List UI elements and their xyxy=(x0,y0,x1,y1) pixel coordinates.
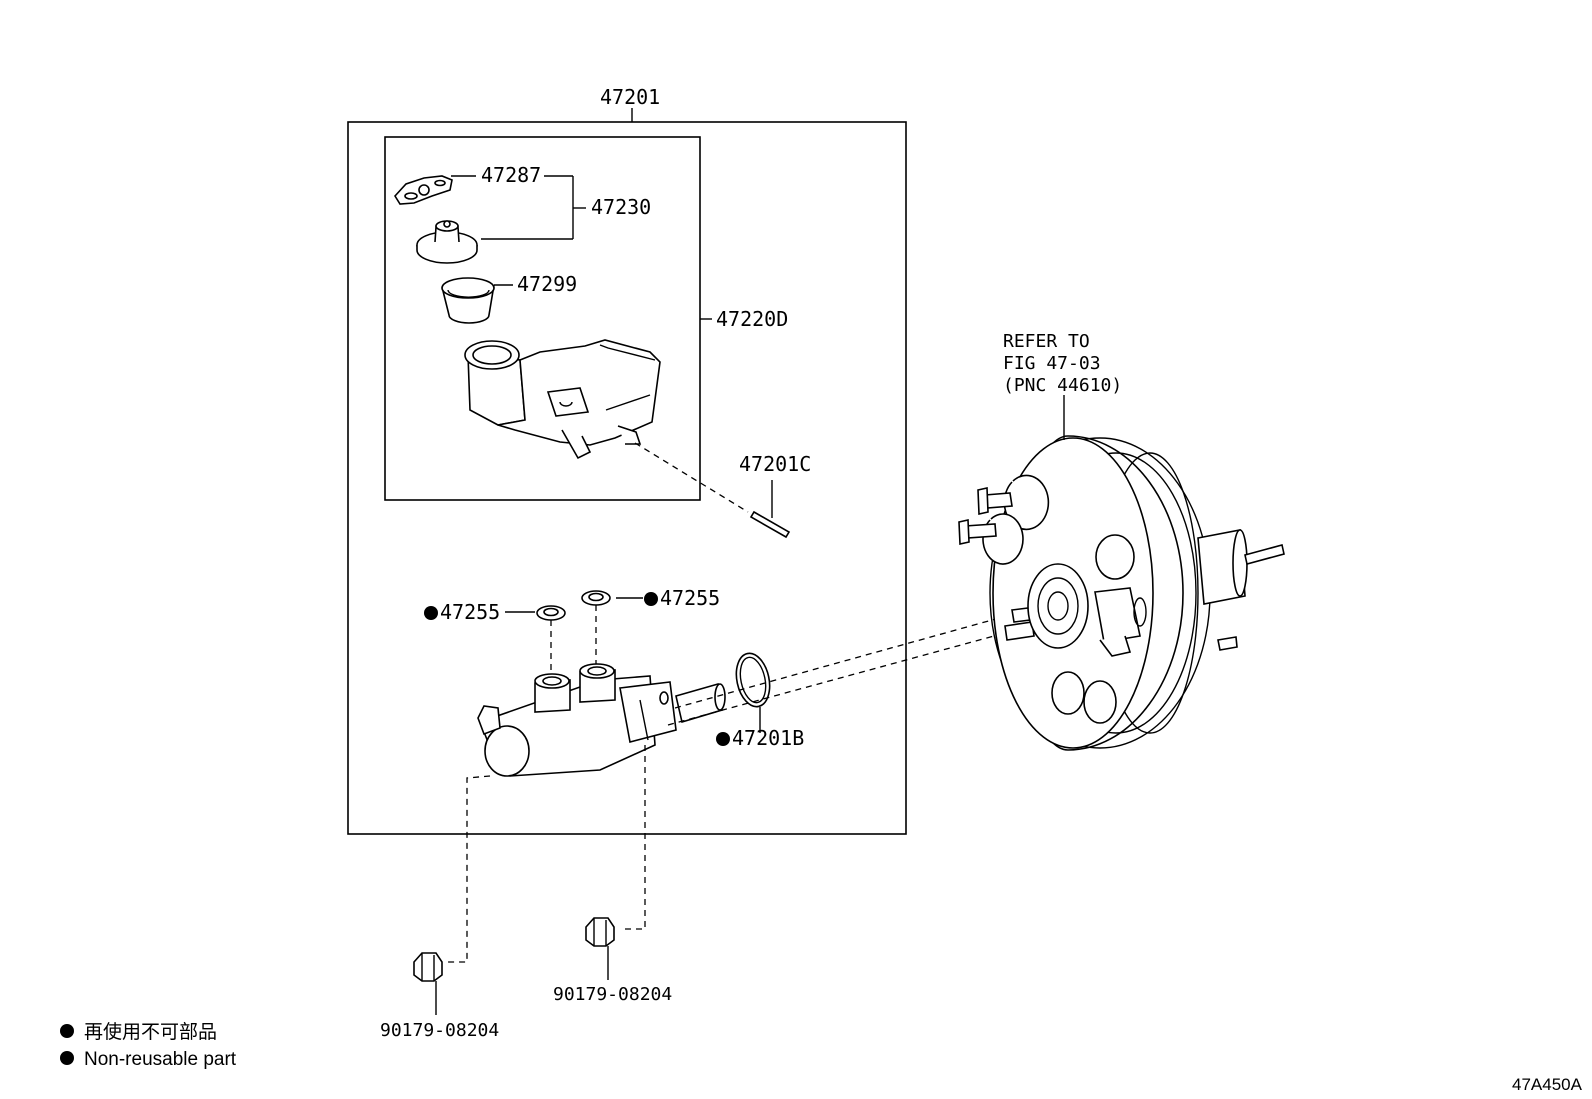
reservoir-plate-part xyxy=(393,175,453,205)
assembly-box xyxy=(347,121,907,835)
legend-jp: 再使用不可部品 xyxy=(84,1021,217,1043)
label-47220D[interactable]: 47220D xyxy=(716,307,788,331)
strainer-part xyxy=(441,277,495,324)
grommet-left-part xyxy=(536,605,566,621)
label-nut-right[interactable]: 90179-08204 xyxy=(553,984,672,1005)
non-reusable-dot-left xyxy=(424,606,438,620)
label-47201B[interactable]: 47201B xyxy=(732,726,804,750)
refer-line-1[interactable]: REFER TO xyxy=(1003,331,1090,352)
reservoir-cap-part xyxy=(416,220,478,264)
label-47299[interactable]: 47299 xyxy=(517,272,577,296)
label-47255-left[interactable]: 47255 xyxy=(440,600,500,624)
grommet-right-part xyxy=(581,590,611,606)
label-47255-right[interactable]: 47255 xyxy=(660,586,720,610)
nut-right-part xyxy=(585,917,615,947)
legend-dot-jp xyxy=(60,1024,74,1038)
non-reusable-dot-right xyxy=(644,592,658,606)
label-47201C[interactable]: 47201C xyxy=(739,452,811,476)
o-ring-part xyxy=(735,652,771,708)
label-47287[interactable]: 47287 xyxy=(481,163,541,187)
label-47230[interactable]: 47230 xyxy=(591,195,651,219)
refer-line-3[interactable]: (PNC 44610) xyxy=(1003,375,1122,396)
refer-line-2[interactable]: FIG 47-03 xyxy=(1003,353,1101,374)
brake-booster-part xyxy=(958,435,1285,751)
non-reusable-dot-oring xyxy=(716,732,730,746)
legend-dot-en xyxy=(60,1051,74,1065)
diagram-code: 47A450A xyxy=(1512,1075,1583,1094)
legend-en: Non-reusable part xyxy=(84,1049,237,1070)
label-nut-left[interactable]: 90179-08204 xyxy=(380,1020,499,1041)
label-47201[interactable]: 47201 xyxy=(600,85,660,109)
nut-left-part xyxy=(413,952,443,982)
master-cylinder-part xyxy=(477,663,726,777)
reservoir-body-part xyxy=(464,339,661,460)
pin-part xyxy=(749,510,791,539)
